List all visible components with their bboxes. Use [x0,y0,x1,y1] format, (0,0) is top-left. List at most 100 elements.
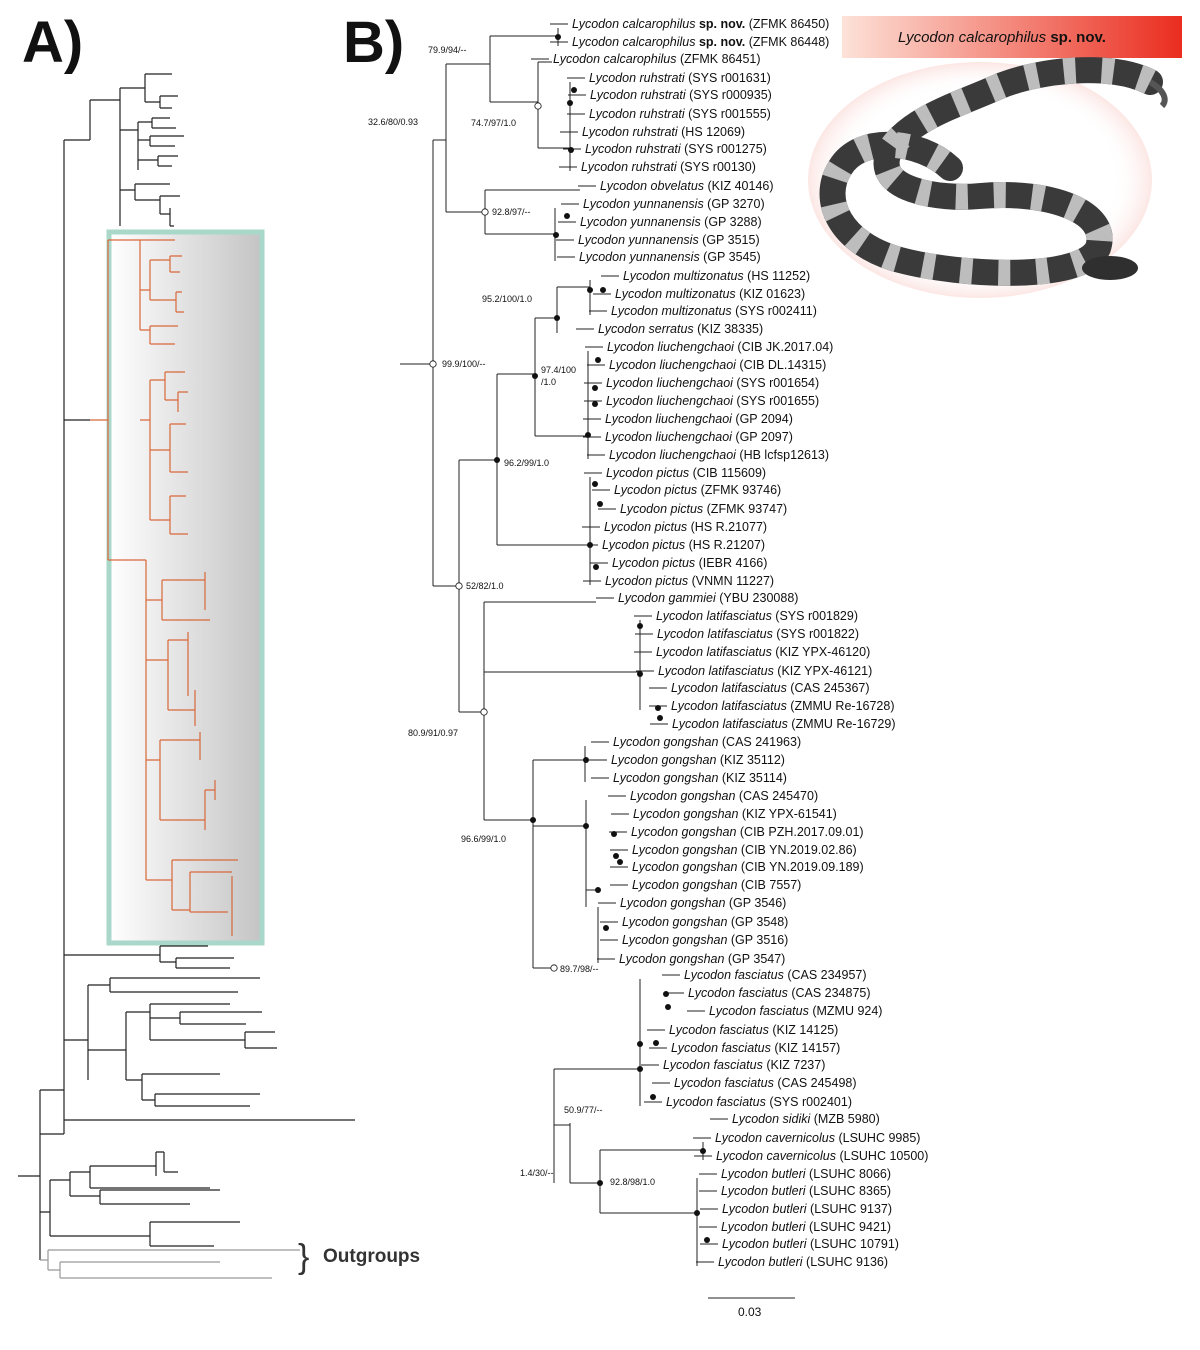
node-filled [567,100,573,106]
panel-b-label: B) [343,10,404,75]
taxon-label: Lycodon multizonatus (KIZ 01623) [615,287,805,301]
taxon-label: Lycodon sidiki (MZB 5980) [732,1112,880,1126]
taxon-label: Lycodon gongshan (CIB YN.2019.09.189) [632,860,864,874]
tree-branch [459,601,596,820]
taxon-label: Lycodon ruhstrati (HS 12069) [582,125,745,139]
tree-branch [446,189,580,261]
support-value: 96.6/99/1.0 [461,834,506,844]
taxon-label: Lycodon gongshan (GP 3547) [619,952,785,966]
tree-branch [433,64,447,212]
taxon-label: Lycodon gongshan (CAS 245470) [630,789,818,803]
support-value: 74.7/97/1.0 [471,118,516,128]
tree-branch [459,374,498,545]
node-filled [532,373,538,379]
taxon-label: Lycodon yunnanensis (GP 3515) [578,233,760,247]
support-value: 97.4/100 [541,365,576,375]
taxon-label: Lycodon butleri (LSUHC 9137) [722,1202,892,1216]
taxon-label: Lycodon gongshan (CAS 241963) [613,735,801,749]
node-filled [611,831,617,837]
taxon-label: Lycodon fasciatus (CAS 234875) [688,986,871,1000]
taxon-label: Lycodon yunnanensis (GP 3270) [583,197,765,211]
node-open [534,102,542,110]
taxon-label: Lycodon ruhstrati (SYS r001555) [589,107,771,121]
support-value: 99.9/100/-- [442,359,486,369]
taxon-label: Lycodon latifasciatus (SYS r001829) [656,609,858,623]
taxon-label: Lycodon serratus (KIZ 38335) [598,322,763,336]
node-filled [613,853,619,859]
taxon-label: Lycodon fasciatus (CAS 234957) [684,968,867,982]
node-filled [583,757,589,763]
taxon-label: Lycodon gongshan (GP 3546) [620,896,786,910]
support-value: 92.8/97/-- [492,207,531,217]
taxon-label: Lycodon liuchengchaoi (HB lcfsp12613) [609,448,829,462]
support-value: 92.8/98/1.0 [610,1177,655,1187]
taxon-label: Lycodon butleri (LSUHC 9421) [721,1220,891,1234]
node-filled [587,287,593,293]
taxon-labels: Lycodon calcarophilus sp. nov. (ZFMK 864… [553,17,928,1269]
taxon-label: Lycodon pictus (ZFMK 93746) [614,483,781,497]
support-value: 1.4/30/-- [520,1168,554,1178]
support-values: 79.9/94/--74.7/97/1.032.6/80/0.9392.8/97… [368,45,655,1187]
node-filled [595,887,601,893]
node-filled [553,232,559,238]
tree-branch [497,477,591,585]
node-filled [494,457,500,463]
node-filled [704,1237,710,1243]
support-value: 32.6/80/0.93 [368,117,418,127]
tree-branch [484,746,599,968]
node-open [480,708,488,716]
taxon-label: Lycodon latifasciatus (KIZ YPX-46121) [658,664,872,678]
support-value: 50.9/77/-- [564,1105,603,1115]
highlight-box [106,229,265,946]
support-value: 80.9/91/0.97 [408,728,458,738]
node-filled [592,401,598,407]
taxon-label: Lycodon butleri (LSUHC 10791) [722,1237,899,1251]
node-filled [587,542,593,548]
taxon-label: Lycodon gongshan (CIB YN.2019.02.86) [632,843,857,857]
node-filled [595,357,601,363]
support-value: 96.2/99/1.0 [504,458,549,468]
node-filled [564,213,570,219]
taxon-label: Lycodon liuchengchaoi (GP 2094) [605,412,793,426]
taxon-label: Lycodon fasciatus (SYS r002401) [666,1095,852,1109]
tree-branch [400,140,434,586]
taxon-label: Lycodon multizonatus (SYS r002411) [611,304,817,318]
node-filled [592,385,598,391]
node-markers [429,34,710,1243]
taxon-label: Lycodon butleri (LSUHC 8066) [721,1167,891,1181]
node-filled [555,34,561,40]
outgroups-bracket: } [298,1238,309,1276]
taxon-label: Lycodon liuchengchaoi (SYS r001654) [606,376,819,390]
taxon-label: Lycodon obvelatus (KIZ 40146) [600,179,774,193]
taxon-label: Lycodon multizonatus (HS 11252) [623,269,810,283]
node-filled [568,147,574,153]
taxon-label: Lycodon calcarophilus sp. nov. (ZFMK 864… [572,17,829,31]
taxon-label: Lycodon pictus (HS R.21077) [604,520,767,534]
panel-a-label: A) [22,10,83,75]
taxon-label: Lycodon latifasciatus (KIZ YPX-46120) [656,645,870,659]
node-filled [663,991,669,997]
node-open [550,964,558,972]
node-filled [592,481,598,487]
overview-tree [18,73,355,1279]
support-value: 52/82/1.0 [466,581,504,591]
taxon-label: Lycodon fasciatus (CAS 245498) [674,1076,857,1090]
tree-branch [533,967,641,1183]
taxon-label: Lycodon fasciatus (MZMU 924) [709,1004,882,1018]
taxon-label: Lycodon ruhstrati (SYS r001275) [585,142,767,156]
taxon-label: Lycodon pictus (HS R.21207) [602,538,765,552]
node-filled [665,1004,671,1010]
taxon-label: Lycodon latifasciatus (ZMMU Re-16729) [672,717,896,731]
node-filled [583,823,589,829]
node-filled [637,1041,643,1047]
taxon-label: Lycodon latifasciatus (SYS r001822) [657,627,859,641]
node-filled [530,817,536,823]
taxon-label: Lycodon latifasciatus (CAS 245367) [671,681,870,695]
node-filled [657,715,663,721]
support-value: 89.7/98/-- [560,964,599,974]
taxon-label: Lycodon butleri (LSUHC 9136) [718,1255,888,1269]
tree-branch [484,620,641,710]
node-open [481,208,489,216]
snake-photo [808,57,1168,298]
